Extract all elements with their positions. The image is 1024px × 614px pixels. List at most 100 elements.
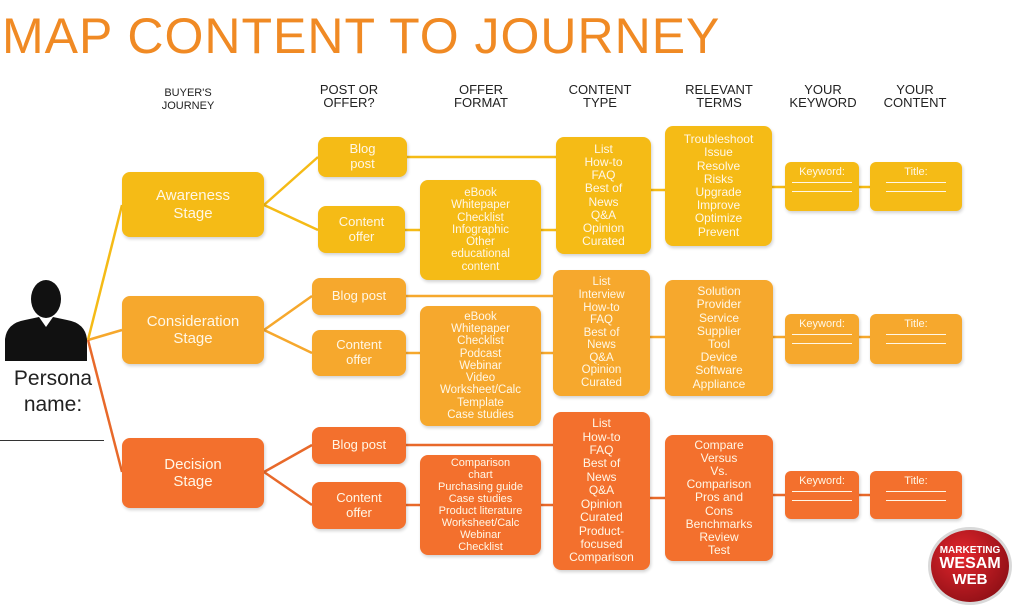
relevant-term-item: Tool: [707, 337, 730, 351]
consideration-content-offer-label: Content offer: [336, 337, 382, 367]
title-blank-line: [886, 343, 946, 344]
offer-format-item: Other: [466, 236, 495, 249]
relevant-term-item: Pros and: [694, 490, 744, 505]
consideration-stage-box: Consideration Stage: [122, 296, 264, 364]
awareness-stage-label: Awareness Stage: [156, 187, 230, 222]
relevant-term-item: Service: [698, 310, 739, 325]
relevant-term-item: Troubleshoot: [683, 132, 754, 147]
offer-format-item: eBook: [464, 311, 497, 324]
decision-offer-format-box: Comparison chart Purchasing guide Case s…: [420, 455, 541, 555]
offer-format-item: Worksheet/Calc: [440, 384, 521, 397]
relevant-term-item: Benchmarks: [685, 516, 753, 531]
marketing-wesam-web-logo: MARKETING WESAM WEB: [928, 527, 1012, 605]
offer-format-item: chart: [468, 469, 493, 481]
decision-content-box: Title:: [870, 471, 962, 519]
content-type-item: Best of: [582, 456, 621, 471]
content-type-item: How-to: [583, 301, 620, 314]
offer-format-item: Worksheet/Calc: [441, 517, 520, 529]
awareness-offer-format-box: eBook Whitepaper Checklist Infographic O…: [420, 180, 541, 280]
relevant-term-item: Provider: [696, 297, 742, 312]
decision-blog-post-box: Blog post: [312, 427, 406, 464]
consideration-offer-format-box: eBook Whitepaper Checklist Podcast Webin…: [420, 306, 541, 426]
page-title: MAP CONTENT TO JOURNEY: [2, 8, 721, 64]
title-blank-line: [886, 491, 946, 492]
relevant-term-item: Resolve: [696, 158, 741, 173]
logo-line-1: MARKETING: [939, 544, 1001, 556]
decision-stage-label: Decision Stage: [164, 455, 222, 490]
logo-line-2: WESAM: [939, 554, 1001, 572]
offer-format-item: Checklist: [457, 211, 504, 224]
content-type-item: Product-: [578, 523, 625, 538]
relevant-term-item: Cons: [704, 503, 733, 518]
content-type-item: Best of: [584, 181, 623, 196]
keyword-blank-line: [792, 182, 852, 183]
decision-relevant-terms-box: Compare Versus Vs. Comparison Pros and C…: [665, 435, 773, 561]
awareness-stage-box: Awareness Stage: [122, 172, 264, 237]
relevant-term-item: Risks: [703, 171, 734, 186]
offer-format-item: eBook: [464, 187, 497, 200]
relevant-term-item: Review: [699, 530, 739, 544]
content-type-item: How-to: [584, 154, 623, 169]
content-type-item: Curated: [581, 377, 622, 390]
decision-content-offer-label: Content offer: [336, 489, 382, 520]
awareness-blog-post-box: Blog post: [318, 137, 407, 177]
relevant-term-item: Software: [695, 363, 743, 378]
content-type-item: List: [594, 141, 613, 156]
relevant-term-item: Optimize: [694, 211, 743, 226]
content-type-item: Comparison: [569, 550, 634, 565]
column-header-buyers-journey: BUYER'S JOURNEY: [161, 87, 215, 112]
consideration-blog-post-label: Blog post: [331, 288, 387, 304]
offer-format-item: Checklist: [457, 335, 504, 348]
keyword-label: Keyword:: [799, 318, 845, 330]
relevant-term-item: Compare: [694, 437, 744, 452]
offer-format-item: content: [461, 260, 500, 273]
offer-format-item: Webinar: [460, 529, 501, 541]
content-type-item: News: [586, 469, 617, 484]
persona-name-underline: [0, 440, 104, 441]
content-type-item: focused: [580, 536, 623, 551]
decision-stage-box: Decision Stage: [122, 438, 264, 508]
content-type-item: Curated: [580, 510, 623, 525]
consideration-blog-post-box: Blog post: [312, 278, 406, 315]
awareness-content-offer-box: Content offer: [318, 206, 405, 253]
decision-keyword-box: Keyword:: [785, 471, 859, 519]
awareness-blog-post-label: Blog post: [349, 141, 376, 171]
column-header-post-or-offer: POST OR OFFER?: [319, 82, 379, 110]
content-title-label: Title:: [904, 166, 928, 178]
keyword-blank-line: [792, 491, 852, 492]
column-header-offer-format: OFFER FORMAT: [454, 82, 508, 110]
content-type-item: Best of: [583, 326, 620, 339]
relevant-term-item: Prevent: [697, 224, 740, 239]
content-type-item: List: [592, 416, 611, 431]
relevant-term-item: Vs.: [710, 463, 728, 478]
column-header-your-content: YOUR CONTENT: [883, 82, 947, 110]
content-type-item: News: [588, 194, 619, 209]
column-header-relevant-terms: RELEVANT TERMS: [685, 82, 753, 110]
keyword-blank-line: [792, 334, 852, 335]
relevant-term-item: Appliance: [692, 376, 746, 391]
persona-name-label: Persona name:: [13, 367, 93, 416]
content-type-item: FAQ: [589, 443, 614, 458]
offer-format-item: Checklist: [458, 541, 503, 553]
offer-format-item: Template: [457, 396, 504, 409]
offer-format-item: Whitepaper: [451, 199, 510, 212]
content-type-item: FAQ: [591, 168, 616, 183]
content-type-item: Q&A: [590, 207, 617, 222]
keyword-blank-line: [792, 500, 852, 501]
relevant-term-item: Issue: [704, 145, 733, 160]
offer-format-item: educational: [451, 248, 510, 261]
offer-format-item: Video: [465, 372, 496, 385]
consideration-content-box: Title:: [870, 314, 962, 364]
content-type-item: List: [592, 276, 611, 289]
decision-blog-post-label: Blog post: [331, 437, 387, 453]
content-type-item: News: [587, 339, 616, 352]
content-type-item: Interview: [578, 288, 625, 301]
content-title-label: Title:: [904, 475, 928, 487]
offer-format-item: Infographic: [452, 223, 509, 236]
title-blank-line: [886, 182, 946, 183]
content-title-label: Title:: [904, 318, 928, 330]
offer-format-item: Product literature: [438, 505, 523, 517]
keyword-blank-line: [792, 343, 852, 344]
content-type-item: FAQ: [589, 314, 613, 327]
content-type-item: Opinion: [580, 496, 623, 511]
